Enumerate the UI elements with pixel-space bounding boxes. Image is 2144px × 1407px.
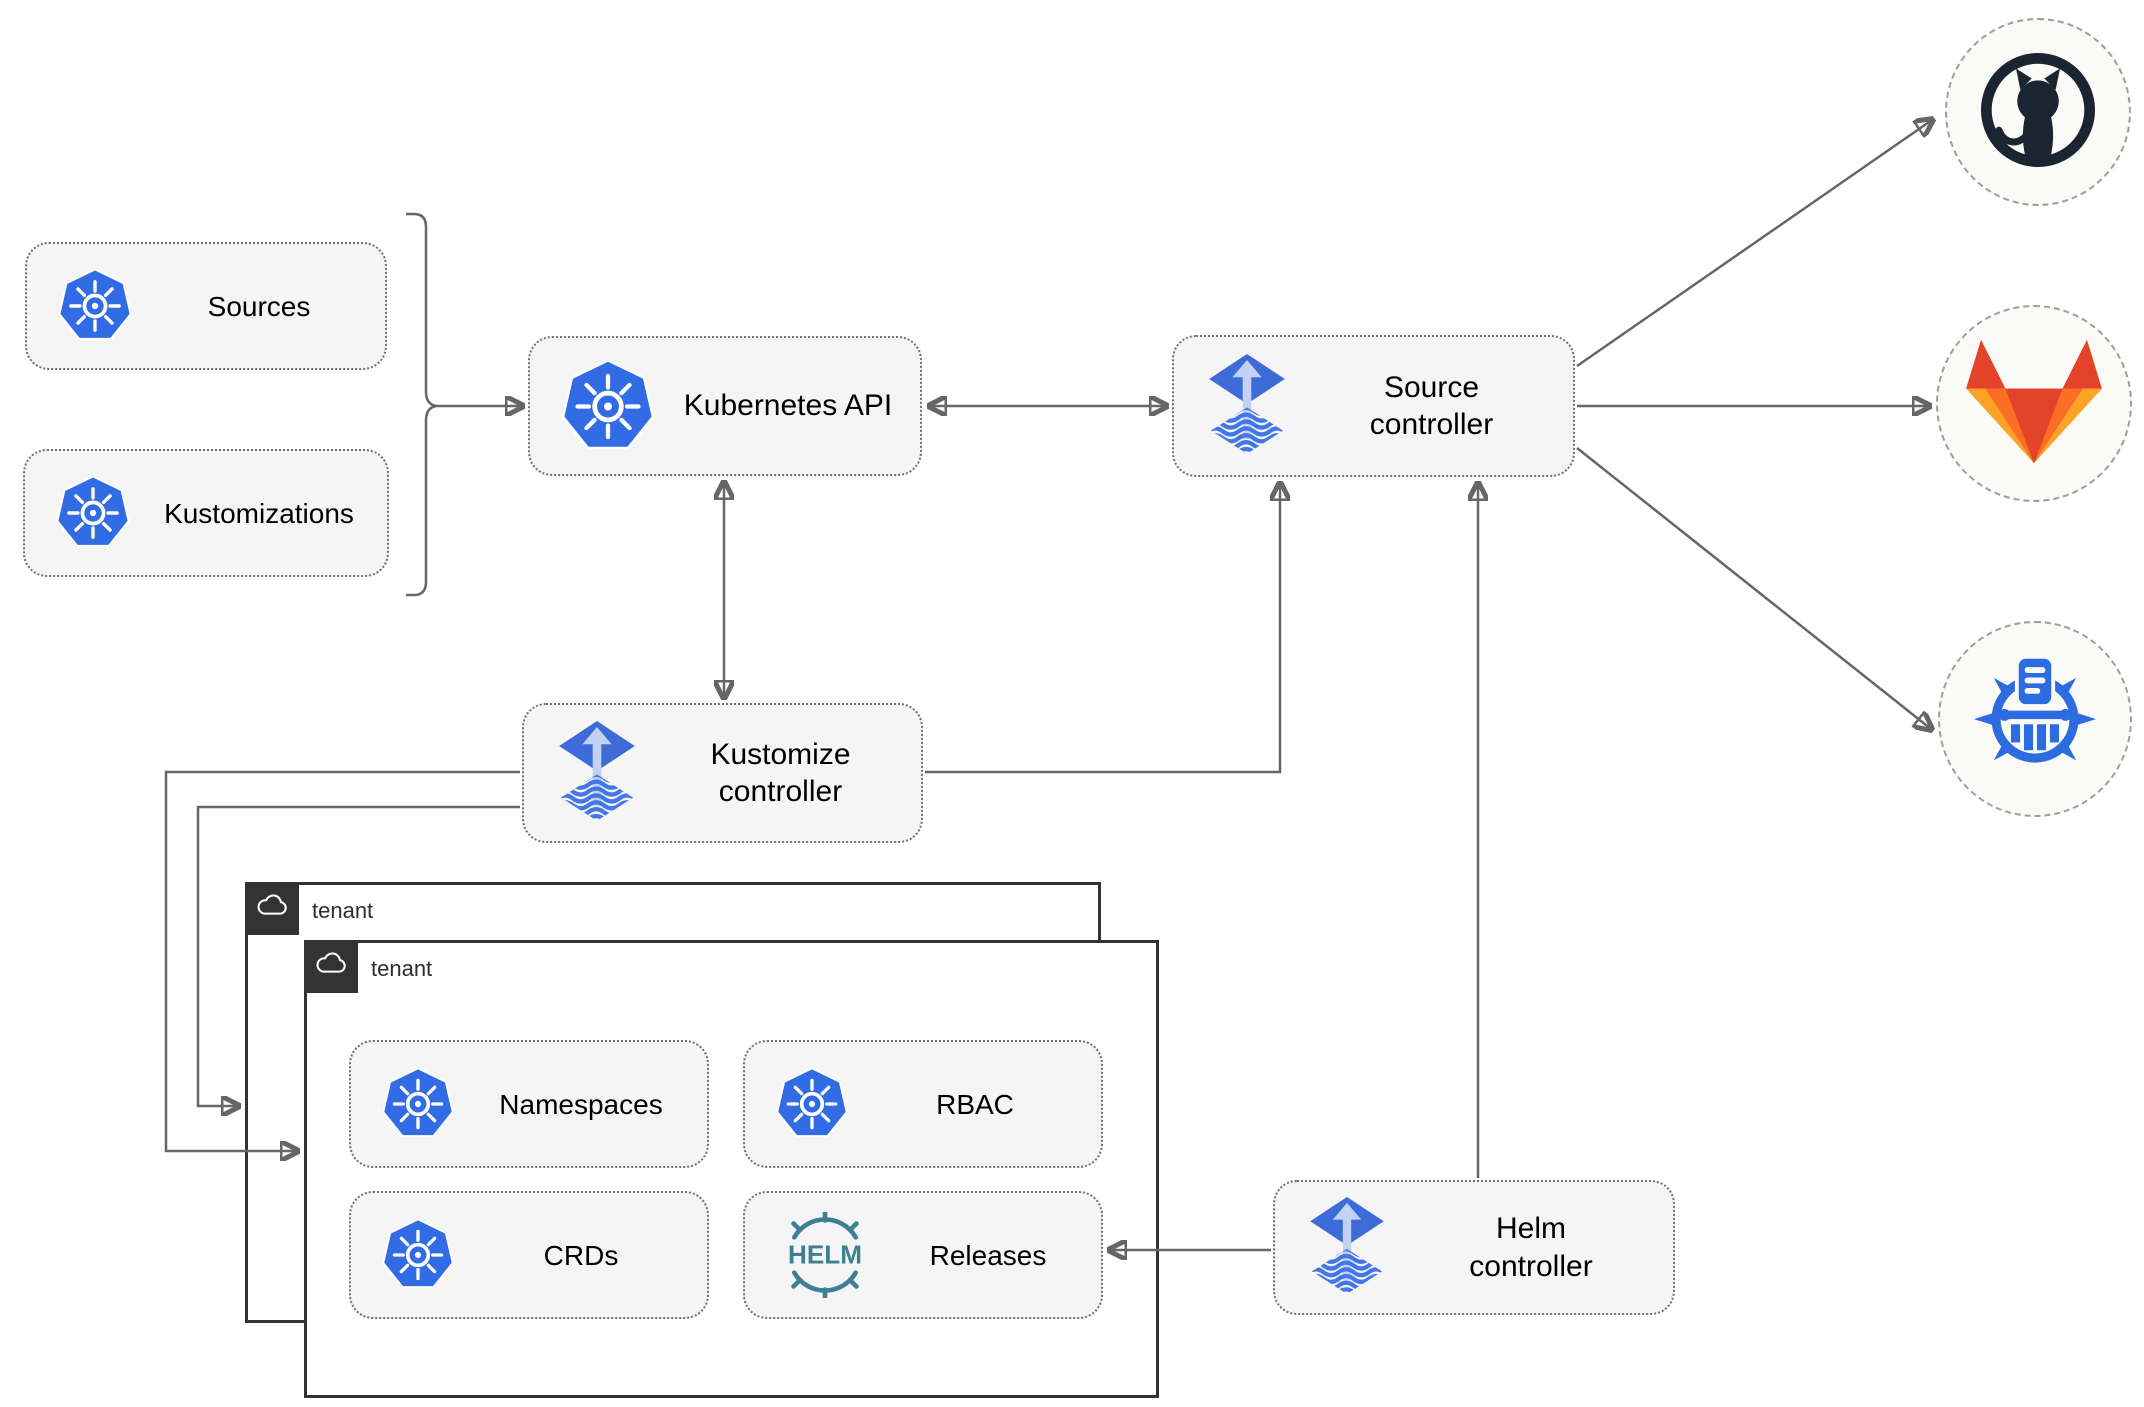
- arrow-source-controller-to-harbor: [1576, 447, 1931, 729]
- tenant-corner-badge: [304, 940, 358, 993]
- node-helm-controller-label: Helm controller: [1469, 1212, 1593, 1283]
- node-sources: Sources: [25, 242, 387, 370]
- arrow-kustomize-to-source-controller: [925, 484, 1280, 774]
- kubernetes-icon: [57, 266, 133, 346]
- node-crds-label: CRDs: [543, 1239, 619, 1271]
- kubernetes-icon: [381, 1065, 455, 1143]
- node-kubernetes-api: Kubernetes API: [528, 336, 922, 476]
- gitlab-node: [1936, 305, 2132, 502]
- node-kustomize-controller-label: Kustomize controller: [710, 737, 851, 809]
- kubernetes-icon: [560, 356, 656, 457]
- node-namespaces: Namespaces: [349, 1040, 709, 1168]
- cloud-icon: [255, 893, 289, 924]
- node-source-controller: Source controller: [1172, 335, 1575, 477]
- node-namespaces-label: Namespaces: [499, 1088, 663, 1120]
- cloud-icon: [314, 951, 348, 982]
- flux-icon: [1204, 354, 1290, 459]
- node-crds: CRDs: [349, 1191, 709, 1319]
- node-releases: Releases: [743, 1191, 1103, 1319]
- node-kustomize-controller: Kustomize controller: [522, 703, 923, 843]
- node-sources-label: Sources: [207, 290, 311, 322]
- brace-sources-kustomizations: [406, 212, 437, 597]
- node-rbac: RBAC: [743, 1040, 1103, 1168]
- tenant-group-front: tenant Namespaces RBAC CRDs Releases: [304, 940, 1159, 1398]
- node-kustomizations-label: Kustomizations: [164, 497, 354, 529]
- flux-icon: [1305, 1197, 1389, 1299]
- node-kubernetes-api-label: Kubernetes API: [683, 389, 893, 423]
- harbor-icon: [1970, 649, 2100, 789]
- arrow-source-controller-to-github: [1576, 120, 1932, 368]
- node-source-controller-label: Source controller: [1369, 370, 1494, 442]
- tenant-corner-badge: [245, 882, 299, 935]
- node-kustomizations: Kustomizations: [23, 449, 389, 577]
- kubernetes-icon: [775, 1065, 849, 1143]
- github-icon: [1975, 47, 2101, 178]
- harbor-node: [1938, 621, 2132, 817]
- gitlab-icon: [1966, 337, 2102, 471]
- kubernetes-icon: [55, 473, 131, 553]
- node-rbac-label: RBAC: [936, 1088, 1014, 1120]
- tenant-back-label: tenant: [312, 898, 374, 923]
- node-helm-controller: Helm controller: [1273, 1180, 1675, 1315]
- node-releases-label: Releases: [929, 1239, 1047, 1271]
- kubernetes-icon: [381, 1216, 455, 1294]
- tenant-front-label: tenant: [371, 956, 433, 981]
- helm-icon: [775, 1212, 875, 1298]
- github-node: [1945, 18, 2131, 206]
- flux-icon: [554, 721, 640, 826]
